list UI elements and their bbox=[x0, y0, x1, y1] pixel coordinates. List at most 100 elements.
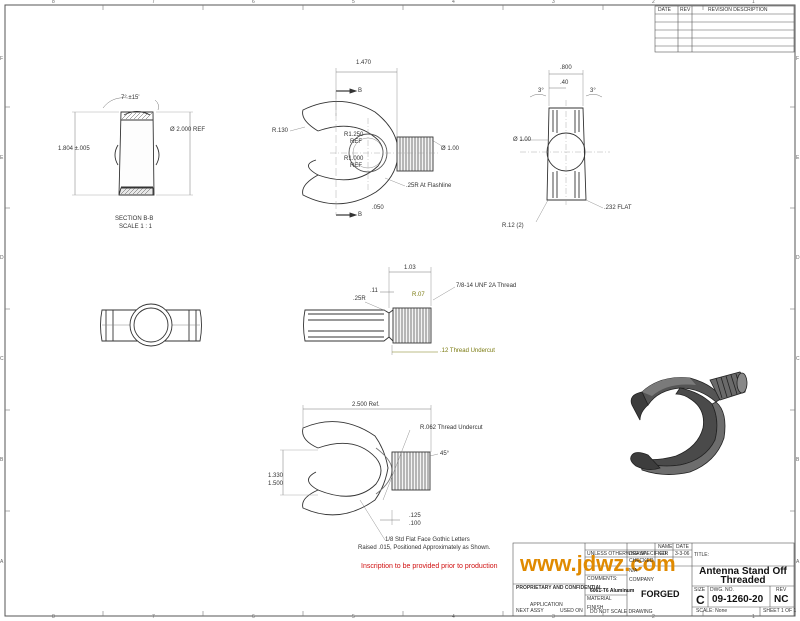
zone-right-A: A bbox=[796, 559, 800, 565]
front-r1250: R1.250 bbox=[344, 132, 364, 138]
zone-top-6: 6 bbox=[252, 0, 255, 5]
section-angle-label: 7° ±15' bbox=[121, 95, 140, 101]
section-diameter-label: Ø 2.000 REF bbox=[170, 127, 206, 133]
zone-top-3: 3 bbox=[552, 0, 555, 5]
side-angle-left: 3° bbox=[538, 88, 544, 94]
thread-undercut-note: .12 Thread Undercut bbox=[440, 348, 495, 354]
tb-do-not-scale: DO NOT SCALE DRAWING bbox=[590, 609, 653, 615]
tb-title-label: TITLE: bbox=[694, 552, 710, 558]
tb-used-on: USED ON bbox=[560, 608, 583, 614]
front-r1250-ref: REF bbox=[350, 139, 362, 145]
zone-right-F: F bbox=[796, 56, 800, 62]
zone-bottom-5: 5 bbox=[352, 614, 355, 620]
tb-application: APPLICATION bbox=[530, 602, 563, 608]
tb-material: 6061-T6 Aluminum bbox=[590, 588, 635, 594]
watermark-text: www.jdwz.com bbox=[520, 551, 676, 576]
rev-table-description-header: REVISION DESCRIPTION bbox=[708, 7, 768, 13]
zone-left-C: C bbox=[0, 356, 4, 362]
bottom-dim-125: .125 bbox=[409, 513, 421, 519]
bottom-dim-1500: 1.500 bbox=[268, 481, 284, 487]
tb-dwg-no: 09-1260-20 bbox=[712, 594, 764, 605]
thread-view bbox=[303, 267, 456, 355]
tb-finish-label: FINISH bbox=[587, 605, 604, 611]
isometric-view bbox=[630, 371, 748, 475]
zone-bottom-6: 6 bbox=[252, 614, 255, 620]
tb-drawn-label: DRAWN bbox=[629, 551, 648, 557]
thread-dim-103: 1.03 bbox=[404, 265, 416, 271]
thread-note: 7/8-14 UNF 2A Thread bbox=[456, 283, 517, 289]
revision-table bbox=[654, 5, 795, 53]
tb-rev: NC bbox=[774, 594, 789, 605]
front-view bbox=[289, 68, 446, 218]
top-view bbox=[100, 303, 202, 347]
thread-r25: .25R bbox=[353, 296, 366, 302]
zone-right-B: B bbox=[796, 457, 800, 463]
bottom-letters-note-1: 1/8 Std Flat Face Gothic Letters bbox=[385, 537, 470, 543]
zone-top-4: 4 bbox=[452, 0, 455, 5]
tb-scale-label: SCALE: None bbox=[696, 608, 728, 614]
tb-process: FORGED bbox=[641, 589, 680, 599]
zone-left-F: F bbox=[0, 56, 4, 62]
zone-top-5: 5 bbox=[352, 0, 355, 5]
section-view bbox=[72, 97, 193, 196]
thread-dim-11: .11 bbox=[370, 288, 378, 294]
tb-size: C bbox=[696, 593, 705, 607]
tb-comments-label: COMMENTS: bbox=[587, 576, 618, 582]
side-dim-800: .800 bbox=[560, 65, 572, 71]
front-r1000-ref: REF bbox=[350, 163, 362, 169]
zone-bottom-3: 3 bbox=[552, 614, 555, 620]
zone-bottom-7: 7 bbox=[152, 614, 155, 620]
bottom-dim-1330: 1.330 bbox=[268, 473, 284, 479]
zone-bottom-4: 4 bbox=[452, 614, 455, 620]
tb-dwg-label: DWG. NO. bbox=[710, 587, 734, 593]
section-height-label: 1.804 ±.005 bbox=[58, 146, 90, 152]
side-flat-note: .232 FLAT bbox=[604, 205, 632, 211]
zone-left-D: D bbox=[0, 255, 4, 261]
tb-date-header: DATE bbox=[676, 544, 689, 550]
zone-bottom-1: 1 bbox=[752, 614, 755, 620]
tb-material-label: MATERIAL bbox=[587, 596, 612, 602]
side-dim-40: .40 bbox=[560, 80, 569, 86]
tb-checked-label: CHECKED bbox=[629, 558, 654, 564]
zone-top-1: 1 bbox=[752, 0, 755, 5]
side-r12: R.12 (2) bbox=[502, 223, 524, 229]
zone-right-D: D bbox=[796, 255, 800, 261]
tb-proprietary-title: PROPRIETARY AND CONFIDENTIAL bbox=[516, 585, 603, 591]
zone-bottom-8: 8 bbox=[52, 614, 55, 620]
bottom-view bbox=[280, 405, 439, 541]
tb-title-line2: Threaded bbox=[720, 575, 766, 586]
tb-next-assy: NEXT ASSY bbox=[516, 608, 544, 614]
inscription-note: Inscription to be provided prior to prod… bbox=[361, 563, 498, 570]
side-view bbox=[520, 70, 610, 223]
side-angle-right: 3° bbox=[590, 88, 596, 94]
zone-left-B: B bbox=[0, 457, 4, 463]
zone-top-2: 2 bbox=[652, 0, 655, 5]
tb-unless-note: UNLESS OTHERWISE SPECIFIED: bbox=[587, 551, 668, 557]
tb-size-label: SIZE bbox=[694, 587, 706, 593]
bottom-dim-100: .100 bbox=[409, 521, 421, 527]
bottom-r062-note: R.062 Thread Undercut bbox=[420, 425, 483, 431]
zone-left-A: A bbox=[0, 559, 4, 565]
section-caption-line1: SECTION B-B bbox=[115, 216, 154, 222]
tb-name-header: NAME bbox=[658, 544, 673, 550]
side-dia-100: Ø 1.00 bbox=[513, 137, 532, 143]
thread-r07: R.07 bbox=[412, 292, 425, 298]
tb-company: COMPANY bbox=[629, 577, 654, 583]
front-fillet-note: .25R At Flashline bbox=[406, 183, 452, 189]
tb-sheet-label: SHEET 1 OF 1 bbox=[763, 608, 797, 614]
tb-na: N/A bbox=[629, 568, 638, 574]
bottom-letters-note-2: Raised .015, Positioned Approximately as… bbox=[358, 545, 491, 551]
tb-drawn-date: 3-3-06 bbox=[675, 551, 690, 557]
front-section-letter-top: B bbox=[358, 88, 363, 94]
zone-left-E: E bbox=[0, 155, 4, 161]
title-block-lines bbox=[512, 542, 795, 617]
rev-table-date-header: DATE bbox=[658, 7, 671, 13]
bottom-dim-2500: 2.500 Ref. bbox=[352, 402, 380, 408]
tb-rev-label: REV bbox=[776, 587, 787, 593]
front-dia-100: Ø 1.00 bbox=[441, 146, 460, 152]
front-section-letter-bottom: B bbox=[358, 212, 363, 218]
section-caption-line2: SCALE 1 : 1 bbox=[119, 224, 153, 230]
zone-right-C: C bbox=[796, 356, 800, 362]
front-dim-1470: 1.470 bbox=[356, 60, 372, 66]
